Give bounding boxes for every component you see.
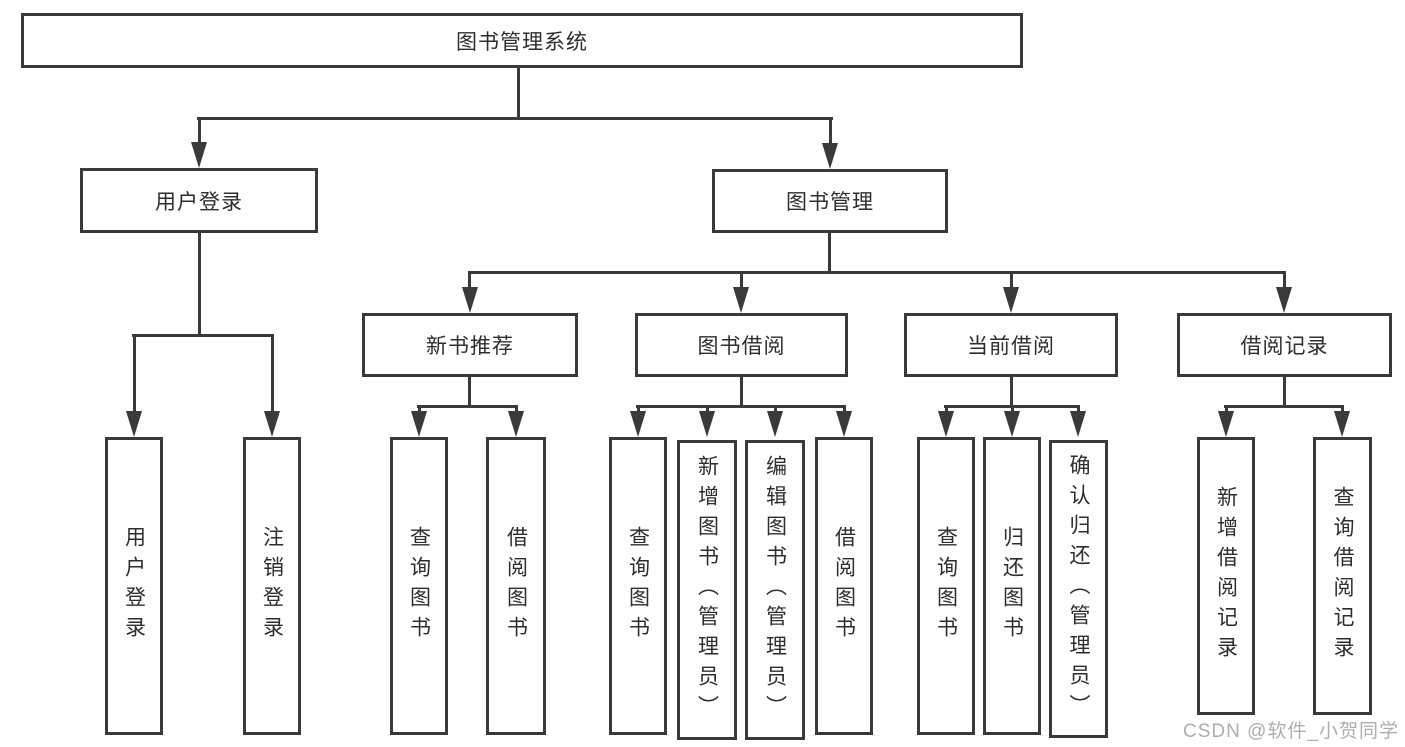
connector-line (515, 405, 518, 414)
connector-line (271, 334, 274, 413)
node-label: 新增借阅记录 (1214, 486, 1238, 666)
connector-line (1283, 271, 1286, 289)
node-label: 图书借阅 (697, 335, 786, 358)
node-label: 查询借阅记录 (1331, 486, 1354, 666)
connector-line (1224, 405, 1344, 408)
connector-line (829, 117, 832, 146)
arrowhead-icon (191, 142, 207, 168)
leaf-logout: 注销登录 (243, 437, 301, 735)
node-label: 用户登录 (155, 190, 243, 214)
connector-line (1010, 271, 1013, 289)
connector-line (1225, 405, 1228, 414)
node-label: 当前借阅 (967, 335, 1055, 358)
node-label: 查询图书 (407, 526, 431, 646)
connector-line (1341, 405, 1344, 414)
connector-line (774, 405, 777, 414)
connector-line (740, 271, 743, 289)
connector-line (1011, 405, 1014, 414)
node-label: 借阅记录 (1240, 335, 1329, 358)
connector-line (1077, 405, 1080, 414)
node-label: 归还图书 (1000, 526, 1024, 646)
leaf-query-books: 查询图书 (609, 437, 667, 735)
connector-line (1283, 377, 1286, 408)
node-current-borrow: 当前借阅 (904, 313, 1118, 377)
leaf-query-borrow-record: 查询借阅记录 (1313, 437, 1372, 715)
leaf-query-books: 查询图书 (390, 437, 448, 735)
leaf-borrow-books: 借阅图书 (486, 437, 546, 735)
arrowhead-icon (1334, 411, 1350, 437)
arrowhead-icon (1003, 287, 1019, 313)
node-label: 确认归还（管理员） (1067, 454, 1090, 724)
node-label: 新增图书（管理员） (695, 455, 719, 725)
connector-line (417, 405, 518, 408)
connector-line (706, 405, 709, 414)
arrowhead-icon (699, 411, 715, 437)
node-label: 新书推荐 (426, 335, 514, 358)
connector-line (133, 334, 136, 413)
node-borrow-records: 借阅记录 (1177, 313, 1392, 377)
leaf-return-books: 归还图书 (983, 437, 1041, 735)
arrowhead-icon (1004, 411, 1020, 437)
arrowhead-icon (264, 411, 280, 437)
node-user-login: 用户登录 (80, 168, 318, 233)
connector-line (828, 233, 831, 274)
leaf-user-login: 用户登录 (105, 437, 163, 735)
connector-line (418, 405, 421, 414)
leaf-add-borrow-record: 新增借阅记录 (1197, 437, 1255, 715)
node-new-book-recommend: 新书推荐 (362, 313, 578, 377)
arrowhead-icon (1218, 411, 1234, 437)
arrowhead-icon (126, 411, 142, 437)
node-book-borrow: 图书借阅 (635, 313, 848, 377)
connector-line (132, 334, 274, 337)
node-label: 借阅图书 (832, 526, 856, 646)
leaf-query-books: 查询图书 (917, 437, 975, 735)
arrowhead-icon (411, 411, 427, 437)
connector-line (1010, 377, 1013, 408)
arrowhead-icon (767, 411, 783, 437)
node-label: 注销登录 (260, 526, 284, 646)
arrowhead-icon (938, 411, 954, 437)
leaf-edit-book-admin: 编辑图书（管理员） (745, 440, 805, 740)
connector-line (198, 117, 201, 145)
arrowhead-icon (822, 143, 838, 169)
connector-line (636, 405, 846, 408)
node-label: 借阅图书 (504, 526, 528, 646)
connector-line (198, 233, 201, 337)
leaf-add-book-admin: 新增图书（管理员） (677, 440, 737, 740)
node-label: 查询图书 (626, 526, 650, 646)
node-label: 图书管理系统 (456, 30, 588, 54)
node-label: 编辑图书（管理员） (763, 455, 787, 725)
node-label: 用户登录 (122, 526, 146, 646)
connector-line (740, 377, 743, 408)
arrowhead-icon (462, 287, 478, 313)
csdn-watermark: CSDN @软件_小贺同学 (1183, 721, 1399, 742)
connector-line (945, 405, 948, 414)
connector-line (468, 271, 1286, 274)
arrowhead-icon (733, 287, 749, 313)
connector-line (517, 66, 520, 120)
node-root-library-system: 图书管理系统 (21, 13, 1023, 68)
arrowhead-icon (1070, 411, 1086, 437)
leaf-confirm-return-admin: 确认归还（管理员） (1049, 440, 1108, 738)
connector-line (197, 117, 833, 120)
arrowhead-icon (508, 411, 524, 437)
arrowhead-icon (1276, 287, 1292, 313)
node-label: 查询图书 (934, 526, 958, 646)
arrowhead-icon (836, 411, 852, 437)
connector-line (843, 405, 846, 414)
leaf-borrow-books: 借阅图书 (815, 437, 873, 735)
arrowhead-icon (630, 411, 646, 437)
connector-line (468, 271, 471, 289)
connector-line (468, 377, 471, 408)
connector-line (637, 405, 640, 414)
node-label: 图书管理 (786, 191, 874, 214)
node-book-management: 图书管理 (712, 169, 948, 233)
